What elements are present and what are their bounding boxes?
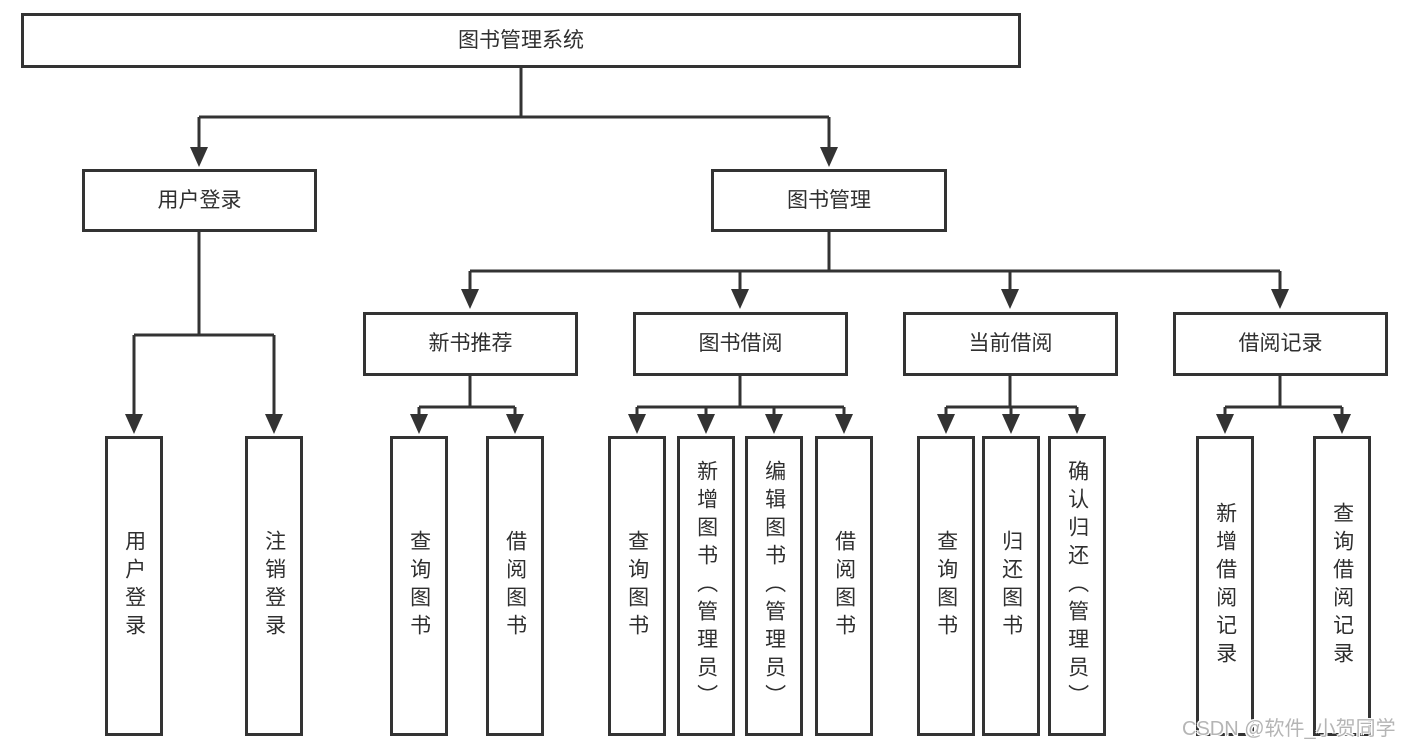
arrow-down-icon — [461, 289, 479, 309]
watermark: CSDN @软件_小贺同学 — [1182, 718, 1396, 740]
node-user-login: 用户登录 — [82, 169, 317, 232]
leaf-confirm-return-admin: 确认归还（管理员） — [1048, 436, 1106, 736]
leaf-add-borrow-record: 新增借阅记录 — [1196, 436, 1254, 736]
leaf-query-books-borrow: 查询图书 — [608, 436, 666, 736]
leaf-user-login: 用户登录 — [105, 436, 163, 736]
leaf-edit-book-admin: 编辑图书（管理员） — [745, 436, 803, 736]
arrow-down-icon — [937, 414, 955, 434]
arrow-down-icon — [1002, 414, 1020, 434]
arrow-down-icon — [697, 414, 715, 434]
leaf-add-book-admin: 新增图书（管理员） — [677, 436, 735, 736]
leaf-query-books-recommend: 查询图书 — [390, 436, 448, 736]
leaf-query-borrow-record: 查询借阅记录 — [1313, 436, 1371, 736]
node-book-management: 图书管理 — [711, 169, 947, 232]
arrow-down-icon — [125, 414, 143, 434]
arrow-down-icon — [1271, 289, 1289, 309]
node-book-borrow: 图书借阅 — [633, 312, 848, 376]
leaf-borrow-books-recommend: 借阅图书 — [486, 436, 544, 736]
leaf-borrow-books: 借阅图书 — [815, 436, 873, 736]
node-current-borrow: 当前借阅 — [903, 312, 1118, 376]
arrow-down-icon — [506, 414, 524, 434]
leaf-return-book: 归还图书 — [982, 436, 1040, 736]
leaf-logout-login: 注销登录 — [245, 436, 303, 736]
node-new-book-recommend: 新书推荐 — [363, 312, 578, 376]
arrow-down-icon — [820, 147, 838, 167]
connector-path — [132, 68, 1344, 417]
arrow-down-icon — [265, 414, 283, 434]
arrow-down-icon — [628, 414, 646, 434]
arrow-down-icon — [1068, 414, 1086, 434]
arrow-down-icon — [1001, 289, 1019, 309]
leaf-query-books-current: 查询图书 — [917, 436, 975, 736]
arrow-down-icon — [1216, 414, 1234, 434]
arrow-down-icon — [190, 147, 208, 167]
node-root: 图书管理系统 — [21, 13, 1021, 68]
arrow-down-icon — [765, 414, 783, 434]
arrow-down-icon — [731, 289, 749, 309]
arrow-down-icon — [1333, 414, 1351, 434]
arrow-down-icon — [835, 414, 853, 434]
arrowheads — [125, 147, 1351, 434]
arrow-down-icon — [410, 414, 428, 434]
node-borrow-records: 借阅记录 — [1173, 312, 1388, 376]
